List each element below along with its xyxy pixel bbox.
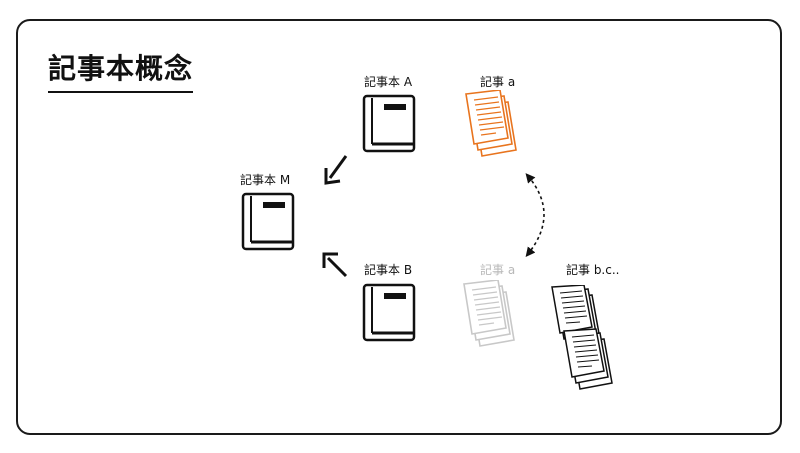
notebook-icon — [241, 192, 295, 251]
title-underline — [48, 91, 193, 93]
notebook-m-label: 記事本 M — [240, 173, 291, 187]
notebook-b-label: 記事本 B — [364, 263, 413, 277]
articles-bc-label: 記事 b.c.. — [566, 263, 620, 277]
notebook-icon — [362, 283, 416, 342]
documents-icon — [551, 285, 613, 390]
notebook-icon — [362, 94, 416, 153]
documents-icon — [465, 90, 517, 157]
diagram-frame — [16, 19, 782, 435]
notebook-a-label: 記事本 A — [364, 75, 413, 89]
documents-icon — [463, 280, 515, 347]
article-a-label: 記事 a — [480, 75, 516, 89]
page-title: 記事本概念 — [48, 52, 194, 85]
article-a-ghost-label: 記事 a — [480, 263, 516, 277]
